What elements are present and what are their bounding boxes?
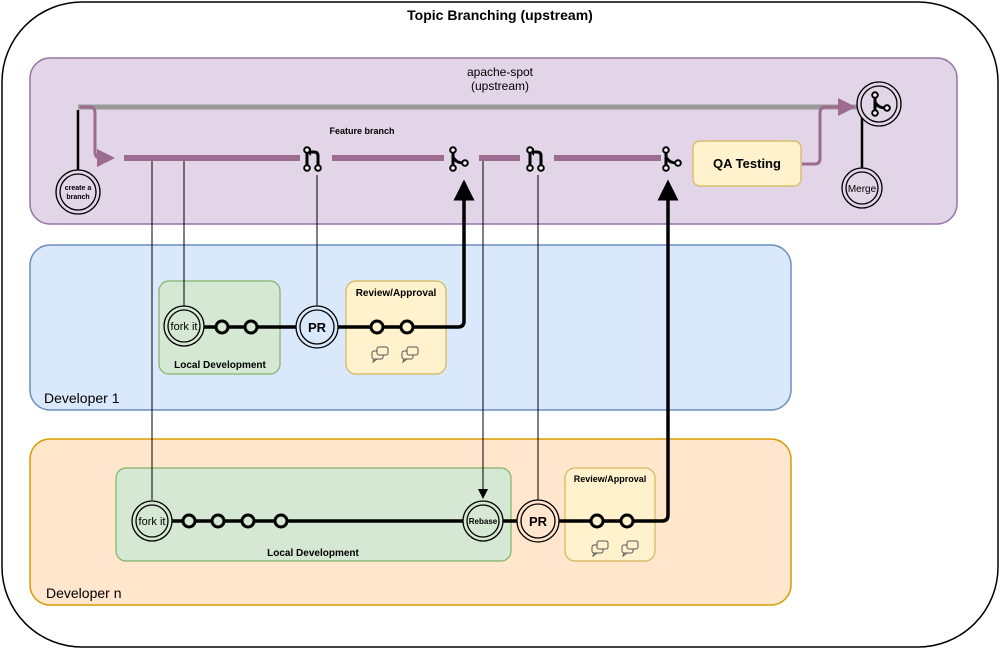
create-branch-label-line2: branch	[66, 194, 89, 201]
developern-review-box	[564, 467, 656, 562]
developer1-local-development-label: Local Development	[174, 360, 266, 371]
commit-node	[240, 513, 256, 529]
upstream-label-line1: apache-spot	[467, 65, 534, 79]
commit-node	[214, 319, 230, 335]
review-commit-node	[619, 513, 635, 529]
diagram-title: Topic Branching (upstream)	[407, 7, 593, 23]
developern-merge-arrow	[559, 179, 679, 523]
commit-node	[243, 319, 259, 335]
developer1-review-label: Review/Approval	[356, 288, 437, 299]
developer1-merge-arrow	[338, 179, 475, 329]
developer1-pr-label: PR	[308, 320, 327, 335]
review-commit-node	[369, 319, 385, 335]
feature-branch-label: Feature branch	[329, 126, 394, 136]
developern-local-development-box	[115, 467, 512, 562]
branch-off-arrow	[80, 105, 115, 167]
qa-testing-label: QA Testing	[713, 156, 781, 171]
developern-rebase-label: Rebase	[469, 517, 498, 526]
commit-node	[273, 513, 289, 529]
merge-label: Merge	[848, 184, 877, 195]
review-commit-node	[589, 513, 605, 529]
developern-lane-label: Developer n	[46, 585, 122, 601]
developern-pr-label: PR	[529, 514, 548, 529]
review-commit-node	[399, 319, 415, 335]
developern-local-development-label: Local Development	[267, 548, 359, 559]
qa-testing-box	[692, 140, 802, 187]
developern-review-label: Review/Approval	[574, 474, 647, 484]
commit-node	[181, 513, 197, 529]
create-branch-label-line1: create a	[65, 185, 92, 192]
commit-node	[210, 513, 226, 529]
upstream-label-line2: (upstream)	[471, 79, 529, 93]
developer1-lane-label: Developer 1	[44, 390, 120, 406]
developer1-fork-label: fork it	[171, 321, 198, 333]
qa-to-master-arrow	[802, 98, 856, 166]
developern-fork-label: fork it	[139, 516, 166, 528]
